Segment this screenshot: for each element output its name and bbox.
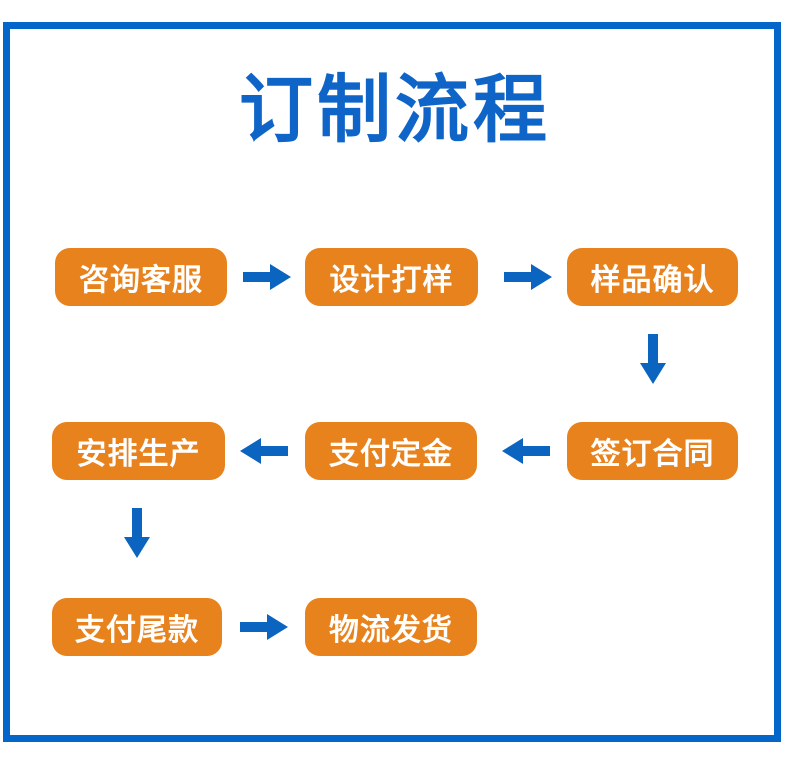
process-step-box[interactable]: 设计打样 bbox=[305, 248, 478, 306]
process-step-box[interactable]: 物流发货 bbox=[305, 598, 477, 656]
process-step-box[interactable]: 样品确认 bbox=[567, 248, 738, 306]
arrow-down-icon bbox=[638, 334, 668, 384]
process-step-box[interactable]: 咨询客服 bbox=[55, 248, 227, 306]
arrow-left-icon bbox=[240, 436, 288, 466]
page-title: 订制流程 bbox=[239, 67, 551, 153]
arrow-left-icon bbox=[502, 436, 550, 466]
arrow-right-icon bbox=[240, 612, 288, 642]
process-step-box[interactable]: 支付尾款 bbox=[52, 598, 222, 656]
process-step-box[interactable]: 支付定金 bbox=[305, 422, 477, 480]
process-step-box[interactable]: 安排生产 bbox=[52, 422, 225, 480]
decorative-border-frame bbox=[3, 22, 781, 742]
arrow-down-icon bbox=[122, 508, 152, 558]
arrow-right-icon bbox=[243, 262, 291, 292]
process-step-box[interactable]: 签订合同 bbox=[567, 422, 738, 480]
arrow-right-icon bbox=[504, 262, 552, 292]
